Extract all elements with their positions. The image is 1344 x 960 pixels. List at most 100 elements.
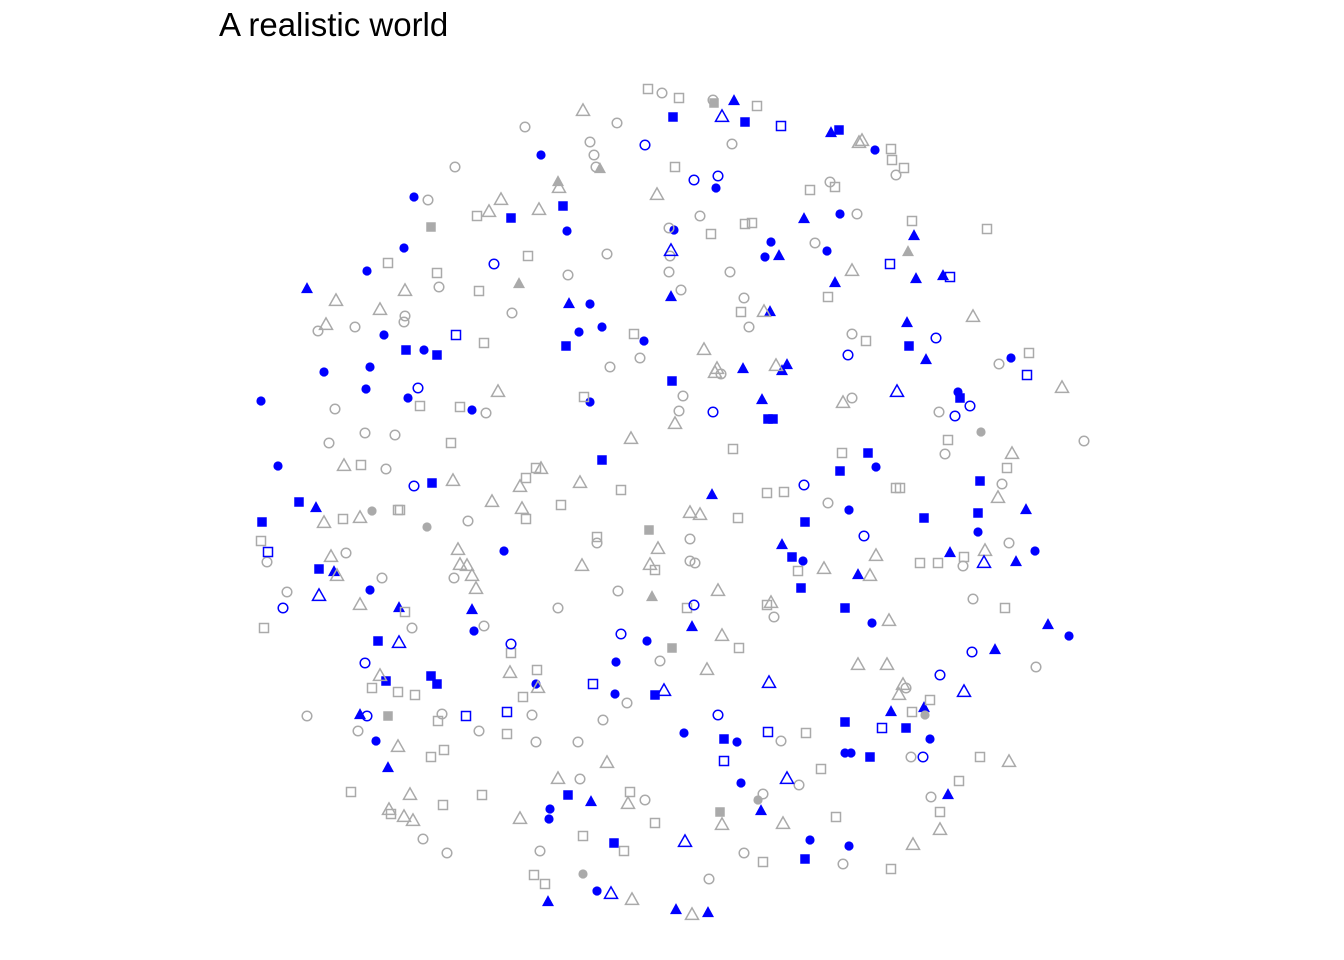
point-gray-open-circle bbox=[574, 773, 586, 785]
point-blue-filled-triangle bbox=[798, 212, 810, 224]
point-blue-open-triangle bbox=[714, 108, 730, 123]
point-blue-filled-triangle bbox=[920, 353, 932, 365]
point-gray-open-square bbox=[520, 513, 532, 525]
point-gray-open-triangle bbox=[775, 815, 791, 830]
point-gray-open-square bbox=[520, 472, 532, 484]
point-blue-filled-square bbox=[840, 603, 850, 613]
point-blue-filled-circle bbox=[611, 657, 621, 667]
point-blue-open-triangle bbox=[956, 683, 972, 698]
point-blue-open-triangle bbox=[761, 674, 777, 689]
point-gray-open-square bbox=[732, 512, 744, 524]
point-blue-filled-square bbox=[973, 508, 983, 518]
point-gray-filled-circle bbox=[976, 427, 986, 437]
point-gray-open-triangle bbox=[1054, 379, 1070, 394]
point-blue-open-circle bbox=[639, 139, 651, 151]
point-gray-open-circle bbox=[837, 858, 849, 870]
point-gray-open-square bbox=[255, 535, 267, 547]
point-blue-filled-triangle bbox=[885, 705, 897, 717]
point-blue-filled-triangle bbox=[776, 538, 788, 550]
point-blue-filled-triangle bbox=[942, 788, 954, 800]
point-gray-open-square bbox=[355, 459, 367, 471]
point-blue-filled-circle bbox=[766, 237, 776, 247]
point-gray-open-square bbox=[886, 154, 898, 166]
point-gray-open-circle bbox=[634, 352, 646, 364]
point-gray-open-triangle bbox=[397, 282, 413, 297]
point-blue-filled-circle bbox=[419, 345, 429, 355]
point-gray-open-circle bbox=[715, 368, 727, 380]
point-gray-open-triangle bbox=[405, 812, 421, 827]
point-blue-filled-triangle bbox=[585, 795, 597, 807]
point-gray-open-triangle bbox=[682, 504, 698, 519]
point-gray-open-circle bbox=[663, 266, 675, 278]
point-gray-open-circle bbox=[612, 585, 624, 597]
point-gray-open-circle bbox=[436, 708, 448, 720]
point-blue-filled-triangle bbox=[686, 620, 698, 632]
point-blue-filled-triangle bbox=[706, 488, 718, 500]
point-gray-open-circle bbox=[675, 284, 687, 296]
point-gray-open-circle bbox=[726, 138, 738, 150]
point-gray-open-square bbox=[898, 162, 910, 174]
point-gray-filled-square bbox=[644, 525, 654, 535]
point-gray-open-square bbox=[476, 789, 488, 801]
point-blue-filled-triangle bbox=[918, 701, 930, 713]
point-blue-filled-square bbox=[650, 690, 660, 700]
point-gray-open-square bbox=[437, 799, 449, 811]
point-gray-open-square bbox=[953, 775, 965, 787]
point-gray-open-square bbox=[830, 811, 842, 823]
point-blue-open-square bbox=[762, 726, 774, 738]
point-gray-open-square bbox=[815, 763, 827, 775]
point-gray-open-square bbox=[505, 647, 517, 659]
point-gray-open-triangle bbox=[352, 509, 368, 524]
point-gray-open-square bbox=[829, 181, 841, 193]
point-blue-filled-circle bbox=[467, 405, 477, 415]
point-blue-filled-circle bbox=[469, 626, 479, 636]
point-gray-open-square bbox=[392, 686, 404, 698]
point-blue-filled-triangle bbox=[728, 94, 740, 106]
point-gray-open-triangle bbox=[328, 292, 344, 307]
point-gray-open-circle bbox=[1078, 435, 1090, 447]
point-gray-open-square bbox=[366, 682, 378, 694]
point-blue-open-triangle bbox=[656, 682, 672, 697]
point-gray-open-square bbox=[792, 565, 804, 577]
point-blue-filled-triangle bbox=[310, 501, 322, 513]
point-gray-open-square bbox=[751, 100, 763, 112]
point-blue-filled-triangle bbox=[382, 761, 394, 773]
point-gray-filled-circle bbox=[422, 522, 432, 532]
point-gray-open-square bbox=[591, 531, 603, 543]
point-blue-filled-circle bbox=[844, 505, 854, 515]
point-gray-open-circle bbox=[406, 622, 418, 634]
point-blue-open-square bbox=[944, 271, 956, 283]
point-blue-filled-circle bbox=[610, 689, 620, 699]
point-blue-filled-triangle bbox=[466, 603, 478, 615]
point-blue-filled-triangle bbox=[937, 269, 949, 281]
point-gray-open-triangle bbox=[533, 460, 549, 475]
point-blue-open-square bbox=[876, 722, 888, 734]
point-gray-open-circle bbox=[380, 463, 392, 475]
point-gray-open-triangle bbox=[684, 906, 700, 921]
point-blue-filled-square bbox=[373, 636, 383, 646]
point-gray-open-circle bbox=[684, 533, 696, 545]
point-gray-open-triangle bbox=[905, 836, 921, 851]
point-gray-open-triangle bbox=[352, 596, 368, 611]
point-blue-filled-square bbox=[506, 213, 516, 223]
point-gray-filled-square bbox=[426, 222, 436, 232]
point-gray-open-square bbox=[999, 602, 1011, 614]
point-gray-open-square bbox=[932, 557, 944, 569]
point-blue-open-triangle bbox=[677, 833, 693, 848]
point-blue-open-square bbox=[1021, 369, 1033, 381]
point-gray-open-triangle bbox=[575, 102, 591, 117]
point-gray-open-triangle bbox=[714, 816, 730, 831]
point-gray-open-circle bbox=[684, 555, 696, 567]
point-blue-open-triangle bbox=[779, 770, 795, 785]
point-gray-open-circle bbox=[757, 788, 769, 800]
point-gray-open-triangle bbox=[696, 341, 712, 356]
point-gray-open-square bbox=[618, 845, 630, 857]
point-gray-open-square bbox=[727, 443, 739, 455]
point-blue-open-circle bbox=[707, 406, 719, 418]
point-gray-open-triangle bbox=[879, 656, 895, 671]
point-blue-filled-circle bbox=[711, 183, 721, 193]
point-gray-open-circle bbox=[352, 725, 364, 737]
point-gray-open-circle bbox=[530, 736, 542, 748]
point-blue-filled-square bbox=[257, 517, 267, 527]
point-gray-open-square bbox=[382, 257, 394, 269]
